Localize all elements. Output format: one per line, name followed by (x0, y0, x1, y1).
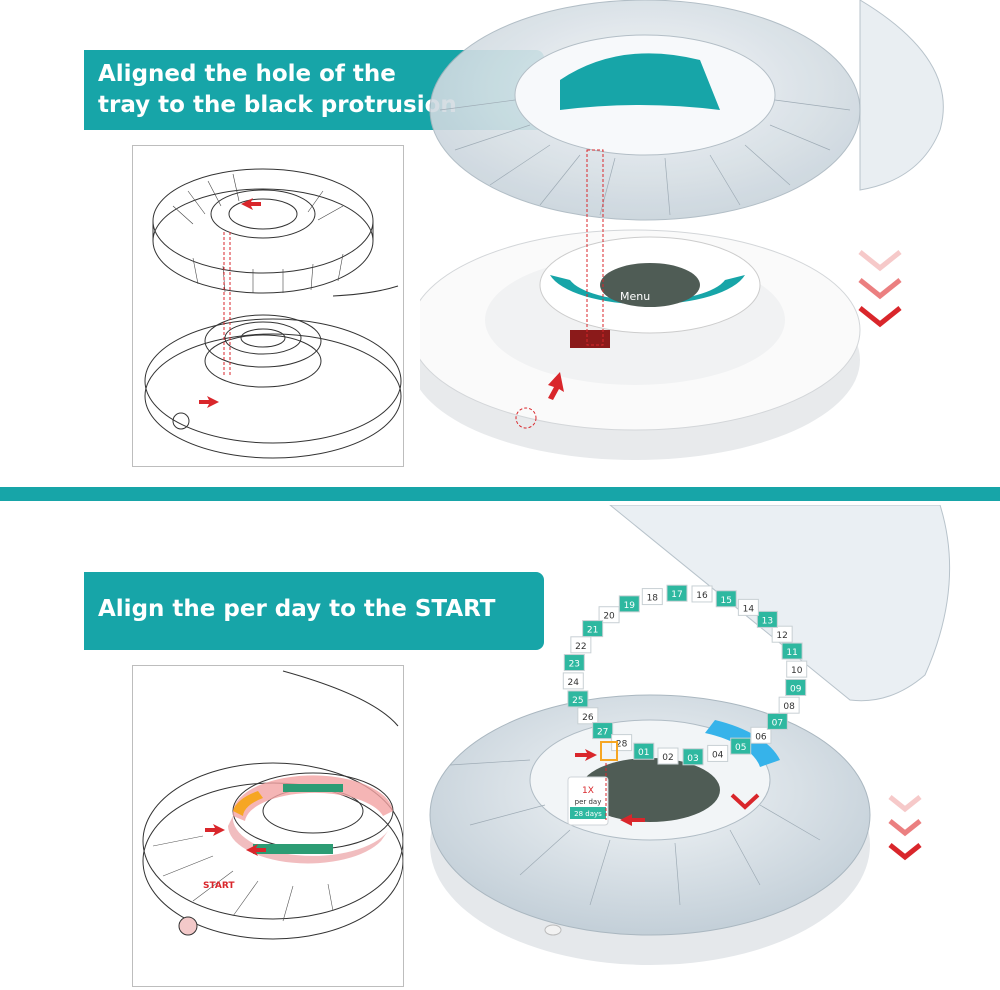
ring-day-number: 21 (587, 626, 598, 636)
step2-sketch-arrow-b (246, 844, 266, 856)
ring-day-cell (592, 722, 614, 740)
ring-day-cell (778, 696, 800, 714)
ring-day-number: 09 (790, 684, 802, 694)
step1-line-drawing (132, 145, 404, 467)
ring-day-number: 28 (616, 740, 628, 750)
ring-day-cell (785, 678, 807, 696)
step1-sketch-svg (144, 168, 402, 459)
ring-day-cell (641, 588, 663, 606)
ring-day-number: 16 (696, 591, 708, 601)
step2-banner: Align the per day to the START (84, 572, 544, 650)
step1-hole-marker (515, 407, 537, 429)
ring-day-number: 24 (568, 678, 580, 688)
ring-day-number: 20 (603, 612, 615, 622)
ring-day-number: 17 (671, 590, 682, 600)
ring-day-cell (691, 585, 713, 603)
step1-panel-menu: Menu (620, 290, 650, 303)
ring-day-number: 15 (721, 596, 732, 606)
ring-day-cell (657, 747, 679, 765)
ring-day-number: 12 (776, 631, 787, 641)
step1-sketch-arrow-upper (241, 198, 261, 210)
ring-day-number: 25 (572, 696, 583, 706)
ring-day-number: 10 (791, 666, 803, 676)
ring-day-cell (771, 625, 793, 643)
ring-day-number: 06 (755, 732, 767, 742)
step2-sketch-arrow-a (205, 824, 225, 836)
ring-day-number: 02 (662, 753, 673, 763)
ring-day-cell (666, 584, 688, 602)
ring-day-cell (618, 595, 640, 613)
ring-day-number: 14 (743, 604, 755, 614)
ring-day-cell (781, 642, 803, 660)
step2-arrow-left (575, 749, 597, 761)
ring-day-cell (582, 620, 604, 638)
step2-start-highlight (600, 741, 618, 761)
ring-day-number: 01 (638, 748, 649, 758)
step1-title-line1: Aligned the hole of the (98, 61, 396, 87)
ring-day-number: 07 (772, 718, 783, 728)
ring-day-cell (715, 590, 737, 608)
step2-tag-line1: 1X (582, 786, 594, 796)
step1-panel-plus: + (685, 308, 697, 324)
ring-day-number: 11 (786, 648, 797, 658)
ring-day-cell (730, 737, 752, 755)
ring-day-number: 04 (712, 750, 724, 760)
ring-day-cell (598, 606, 620, 624)
ring-day-cell (756, 610, 778, 628)
ring-day-cell (567, 690, 589, 708)
ring-day-cell (577, 707, 599, 725)
ring-day-cell (682, 748, 704, 766)
step1-photo-svg: Menu Sleep + (420, 0, 944, 460)
ring-day-number: 13 (762, 616, 773, 626)
ring-day-number: 23 (569, 660, 580, 670)
ring-day-cell (570, 636, 592, 654)
ring-day-number: 05 (735, 743, 746, 753)
ring-day-number: 03 (687, 754, 698, 764)
step2-sketch-svg: START (142, 670, 403, 940)
ring-day-cell (766, 712, 788, 730)
step2-tag-line3: 28 days (574, 810, 602, 818)
step1-down-chevrons (858, 250, 902, 328)
step2-ring-chevron (730, 793, 760, 810)
step1-title-line2: tray to the black protrusion (98, 92, 457, 118)
step2-title: Align the per day to the START (98, 596, 496, 622)
ring-day-cell (737, 598, 759, 616)
ring-day-number: 08 (783, 702, 795, 712)
step1-panel-sleep: Sleep (633, 310, 664, 323)
ring-day-number: 27 (597, 728, 608, 738)
ring-day-number: 18 (647, 594, 659, 604)
ring-day-number: 19 (624, 601, 636, 611)
step2-sketch-start-label: START (203, 881, 235, 891)
step2-line-drawing: START (132, 665, 404, 987)
step1-photo-arrow (548, 372, 564, 400)
ring-day-number: 26 (582, 713, 594, 723)
ring-day-cell (707, 744, 729, 762)
step2-tag-line2: per day (575, 798, 602, 806)
step2-down-chevrons (888, 795, 922, 861)
step1-sketch-arrow-lower (199, 396, 219, 408)
ring-day-cell (750, 726, 772, 744)
section-divider (0, 487, 1000, 501)
step2-arrow-right (620, 814, 645, 826)
ring-day-cell (563, 654, 585, 672)
ring-day-number: 22 (575, 642, 586, 652)
step1-photo: Menu Sleep + (420, 0, 980, 475)
ring-day-cell (562, 672, 584, 690)
ring-day-cell (786, 660, 808, 678)
ring-day-cell (633, 742, 655, 760)
